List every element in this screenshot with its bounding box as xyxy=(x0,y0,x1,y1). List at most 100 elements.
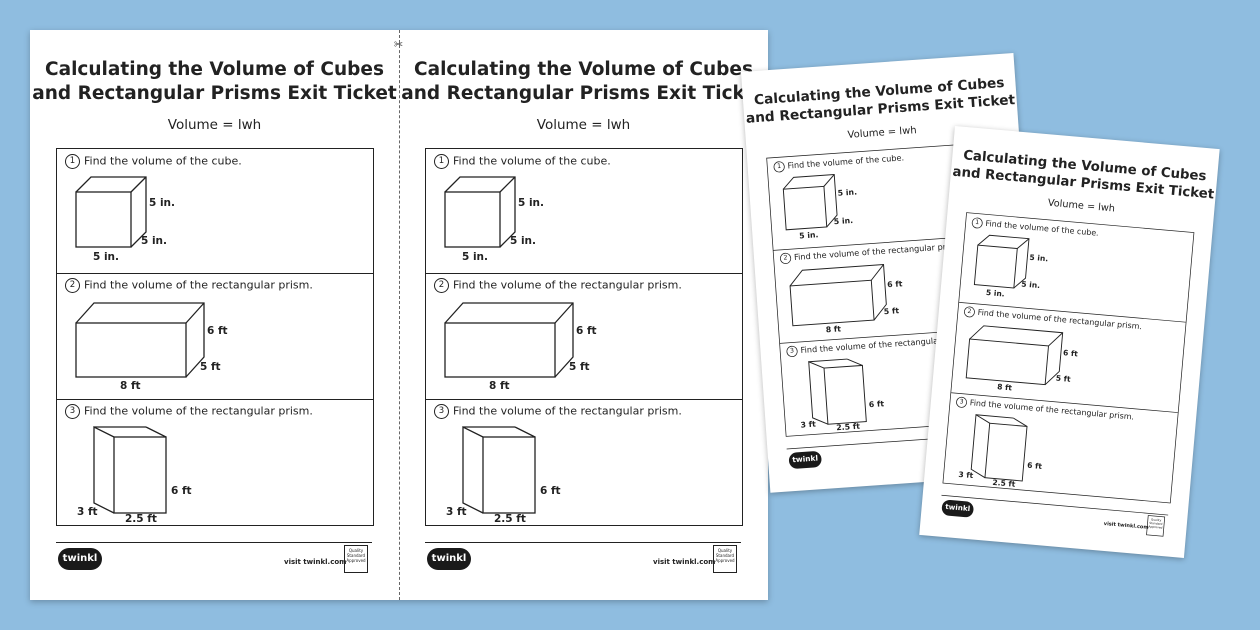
dimension-label: 5 in. xyxy=(1029,253,1049,264)
dimension-label: 6 ft xyxy=(576,325,597,337)
volume-formula: Volume = lwh xyxy=(536,117,631,133)
dimension-label: 3 ft xyxy=(958,470,974,481)
question-text: Find the volume of the cube. xyxy=(84,154,242,168)
dimension-label: 2.5 ft xyxy=(125,513,157,525)
worksheet-spread: Calculating the Volume of Cubes and Rect… xyxy=(30,30,768,600)
question-text: Find the volume of the cube. xyxy=(453,154,611,168)
worksheet-panel-copy: Calculating the Volume of Cubes and Rect… xyxy=(919,126,1219,558)
dimension-label: 6 ft xyxy=(1026,461,1043,472)
worksheet-title: Calculating the Volume of Cubes and Rect… xyxy=(401,59,766,104)
visit-link-text: visit twinkl.com xyxy=(284,558,347,566)
footer-divider xyxy=(425,542,741,543)
quality-badge-icon: Quality Standard Approved xyxy=(713,545,737,573)
dimension-label: 6 ft xyxy=(540,485,561,497)
question-3: 3 Find the volume of the rectangular pris… xyxy=(57,399,373,525)
dimension-label: 6 ft xyxy=(1062,348,1079,359)
dimension-label: 3 ft xyxy=(446,506,467,518)
dimension-label: 5 in. xyxy=(149,197,176,209)
dimension-label: 6 ft xyxy=(868,399,885,410)
question-2: 2 Find the volume of the rectangular pris… xyxy=(426,273,742,400)
dimension-label: 5 in. xyxy=(798,230,819,241)
rectangular-prism-diagram xyxy=(93,425,167,514)
question-number: 1 xyxy=(434,154,449,169)
dimension-label: 6 ft xyxy=(171,485,192,497)
fold-line xyxy=(399,30,400,600)
twinkl-logo: twinkl xyxy=(941,499,975,518)
rectangular-prism-diagram xyxy=(75,302,205,378)
dimension-label: 8 ft xyxy=(825,324,842,335)
rectangular-prism-diagram xyxy=(808,358,867,425)
dimension-label: 3 ft xyxy=(77,506,98,518)
rectangular-prism-diagram xyxy=(789,264,887,327)
dimension-label: 8 ft xyxy=(996,382,1013,393)
dimension-label: 2.5 ft xyxy=(494,513,526,525)
dimension-label: 5 ft xyxy=(200,361,221,373)
dimension-label: 5 in. xyxy=(141,235,168,247)
questions-box: 1 Find the volume of the cube. 5 in. 5 in… xyxy=(56,148,374,526)
question-text: Find the volume of the rectangular prism… xyxy=(453,278,682,292)
cube-diagram xyxy=(75,176,147,248)
worksheet-panel-right: Calculating the Volume of Cubes and Rect… xyxy=(399,30,768,600)
dimension-label: 5 in. xyxy=(510,235,537,247)
dimension-label: 5 in. xyxy=(518,197,545,209)
dimension-label: 5 in. xyxy=(93,251,120,263)
question-text: Find the volume of the rectangular prism… xyxy=(84,404,313,418)
cube-diagram xyxy=(973,234,1030,289)
dimension-label: 5 in. xyxy=(833,216,854,227)
dimension-label: 5 in. xyxy=(837,187,858,198)
rectangular-prism-diagram xyxy=(965,325,1064,386)
question-number: 3 xyxy=(65,404,80,419)
question-3: 3 Find the volume of the rectangular pris… xyxy=(426,399,742,525)
dimension-label: 3 ft xyxy=(800,419,817,430)
question-text: Find the volume of the rectangular prism… xyxy=(84,278,313,292)
dimension-label: 5 ft xyxy=(1055,374,1071,384)
worksheet-copy-back: Calculating the Volume of Cubes and Rect… xyxy=(741,52,1043,493)
worksheet-title: Calculating the Volume of Cubes and Rect… xyxy=(32,59,397,104)
cube-diagram xyxy=(782,174,838,231)
cube-diagram xyxy=(444,176,516,248)
question-number: 2 xyxy=(434,278,449,293)
question-number: 1 xyxy=(65,154,80,169)
volume-formula: Volume = lwh xyxy=(167,117,262,133)
visit-link-text: visit twinkl.com xyxy=(653,558,716,566)
dimension-label: 6 ft xyxy=(207,325,228,337)
question-1: 1 Find the volume of the cube. 5 in. 5 in… xyxy=(426,149,742,274)
dimension-label: 5 ft xyxy=(569,361,590,373)
rectangular-prism-diagram xyxy=(444,302,574,378)
footer-divider xyxy=(56,542,372,543)
question-number: 2 xyxy=(65,278,80,293)
dimension-label: 6 ft xyxy=(886,279,903,290)
visit-link-text: visit twinkl.com xyxy=(1103,520,1149,531)
dimension-label: 5 ft xyxy=(883,306,900,317)
quality-badge-icon: Quality Standard Approved xyxy=(1146,515,1166,537)
question-text: Find the volume of the rectangular prism… xyxy=(453,404,682,418)
dimension-label: 5 in. xyxy=(1020,280,1041,291)
worksheet-panel-left: Calculating the Volume of Cubes and Rect… xyxy=(30,30,399,600)
dimension-label: 2.5 ft xyxy=(836,422,861,433)
questions-box: 1 Find the volume of the cube. 5 in. 5 in… xyxy=(425,148,743,526)
twinkl-logo: twinkl xyxy=(427,548,471,570)
question-2: 2 Find the volume of the rectangular pris… xyxy=(57,273,373,400)
scissors-icon: ✂ xyxy=(394,38,404,51)
rectangular-prism-diagram xyxy=(462,425,536,514)
worksheet-panel-copy: Calculating the Volume of Cubes and Rect… xyxy=(741,53,1043,493)
dimension-label: 5 in. xyxy=(985,288,1005,299)
dimension-label: 8 ft xyxy=(120,380,141,392)
rectangular-prism-diagram xyxy=(970,413,1028,482)
dimension-label: 2.5 ft xyxy=(992,478,1016,490)
question-1: 1 Find the volume of the cube. 5 in. 5 in… xyxy=(57,149,373,274)
worksheet-copy-front: Calculating the Volume of Cubes and Rect… xyxy=(919,126,1220,558)
dimension-label: 8 ft xyxy=(489,380,510,392)
dimension-label: 5 in. xyxy=(462,251,489,263)
twinkl-logo: twinkl xyxy=(58,548,102,570)
question-number: 3 xyxy=(434,404,449,419)
twinkl-logo: twinkl xyxy=(788,450,823,470)
